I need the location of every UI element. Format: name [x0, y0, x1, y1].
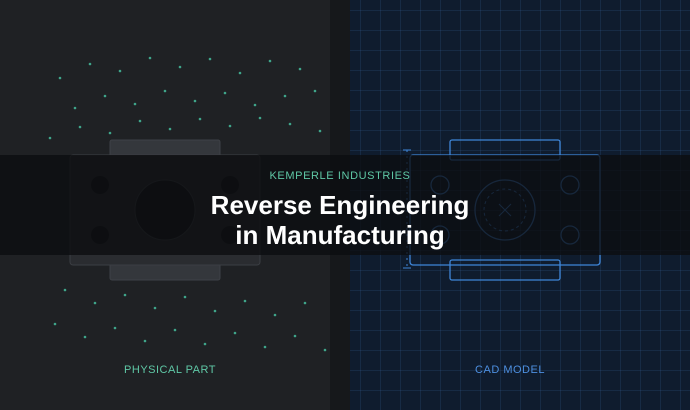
page-title: Reverse Engineering in Manufacturing — [0, 190, 680, 250]
scan-point — [83, 335, 87, 339]
cad-model-label: CAD MODEL — [475, 364, 545, 376]
scan-point — [88, 62, 92, 66]
scan-point — [73, 106, 77, 110]
scan-point — [173, 328, 177, 332]
scan-point — [293, 334, 297, 338]
scan-point — [208, 57, 212, 61]
page-title-line-1: Reverse Engineering — [210, 190, 470, 220]
scan-point-cloud — [48, 56, 327, 352]
scan-point — [78, 125, 82, 129]
scan-point — [228, 124, 232, 128]
company-name: KEMPERLE INDUSTRIES — [269, 170, 411, 182]
scan-point — [63, 288, 67, 292]
cad-bottom-tab-outline — [449, 259, 561, 281]
scan-point — [238, 71, 242, 75]
scan-point — [153, 306, 157, 310]
physical-part-label: PHYSICAL PART — [124, 364, 216, 376]
scan-point — [113, 326, 117, 330]
scan-point — [138, 119, 142, 123]
scan-point — [183, 295, 187, 299]
scan-point — [243, 299, 247, 303]
scan-point — [303, 301, 307, 305]
scan-point — [253, 103, 257, 107]
scan-point — [298, 67, 302, 71]
scan-point — [313, 89, 317, 93]
scan-point — [143, 339, 147, 343]
scan-point — [118, 69, 122, 73]
scan-point — [258, 116, 262, 120]
scan-point — [283, 94, 287, 98]
scan-point — [108, 131, 112, 135]
scan-point — [193, 99, 197, 103]
scan-point — [123, 293, 127, 297]
scan-point — [273, 313, 277, 317]
scan-point — [213, 309, 217, 313]
scan-point — [233, 331, 237, 335]
scan-point — [318, 129, 322, 133]
scan-point — [203, 342, 207, 346]
scan-point — [223, 91, 227, 95]
scan-point — [323, 348, 327, 352]
scan-point — [268, 59, 272, 63]
scan-point — [103, 94, 107, 98]
scan-point — [168, 127, 172, 131]
scan-point — [263, 345, 267, 349]
page-title-line-2: in Manufacturing — [235, 220, 445, 250]
scan-point — [178, 65, 182, 69]
scan-point — [148, 56, 152, 60]
scan-point — [198, 117, 202, 121]
scan-point — [288, 122, 292, 126]
title-banner — [0, 155, 690, 255]
scan-point — [48, 136, 52, 140]
scan-point — [58, 76, 62, 80]
scan-point — [53, 322, 57, 326]
scan-point — [133, 102, 137, 106]
scan-point — [93, 301, 97, 305]
scan-point — [163, 89, 167, 93]
